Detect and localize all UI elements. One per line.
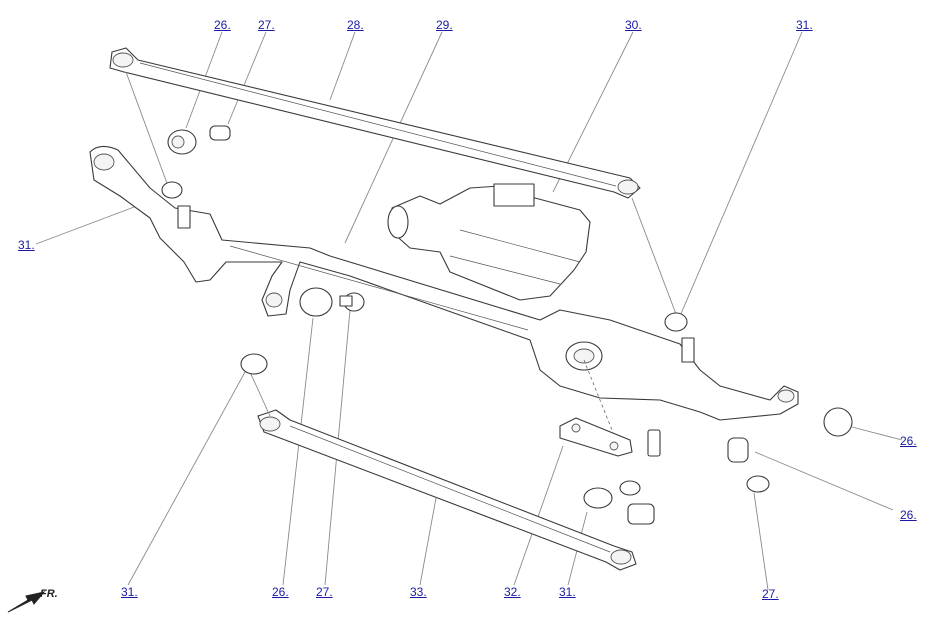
callout-31-bottom[interactable]: 31. xyxy=(559,585,576,599)
callout-28[interactable]: 28. xyxy=(347,18,364,32)
callout-27-top[interactable]: 27. xyxy=(258,18,275,32)
upper-linkage-rod xyxy=(109,47,677,315)
callout-26-right-lower[interactable]: 26. xyxy=(900,508,917,522)
callout-27-bottom[interactable]: 27. xyxy=(316,585,333,599)
callout-26-right[interactable]: 26. xyxy=(900,434,917,448)
callout-31-bottom-left[interactable]: 31. xyxy=(121,585,138,599)
front-direction-label: FR. xyxy=(40,588,58,600)
front-direction-arrow xyxy=(7,591,46,613)
callout-33[interactable]: 33. xyxy=(410,585,427,599)
callout-29[interactable]: 29. xyxy=(436,18,453,32)
grommets-and-fasteners xyxy=(161,125,853,525)
callout-31-left[interactable]: 31. xyxy=(18,238,35,252)
callout-26-bottom[interactable]: 26. xyxy=(272,585,289,599)
callout-31-top-right[interactable]: 31. xyxy=(796,18,813,32)
callout-26-top[interactable]: 26. xyxy=(214,18,231,32)
lower-linkage-rod xyxy=(249,371,637,571)
callout-27-right[interactable]: 27. xyxy=(762,587,779,601)
wiper-motor xyxy=(387,183,591,301)
wiper-frame xyxy=(89,145,799,441)
callout-32[interactable]: 32. xyxy=(504,585,521,599)
callout-30[interactable]: 30. xyxy=(625,18,642,32)
